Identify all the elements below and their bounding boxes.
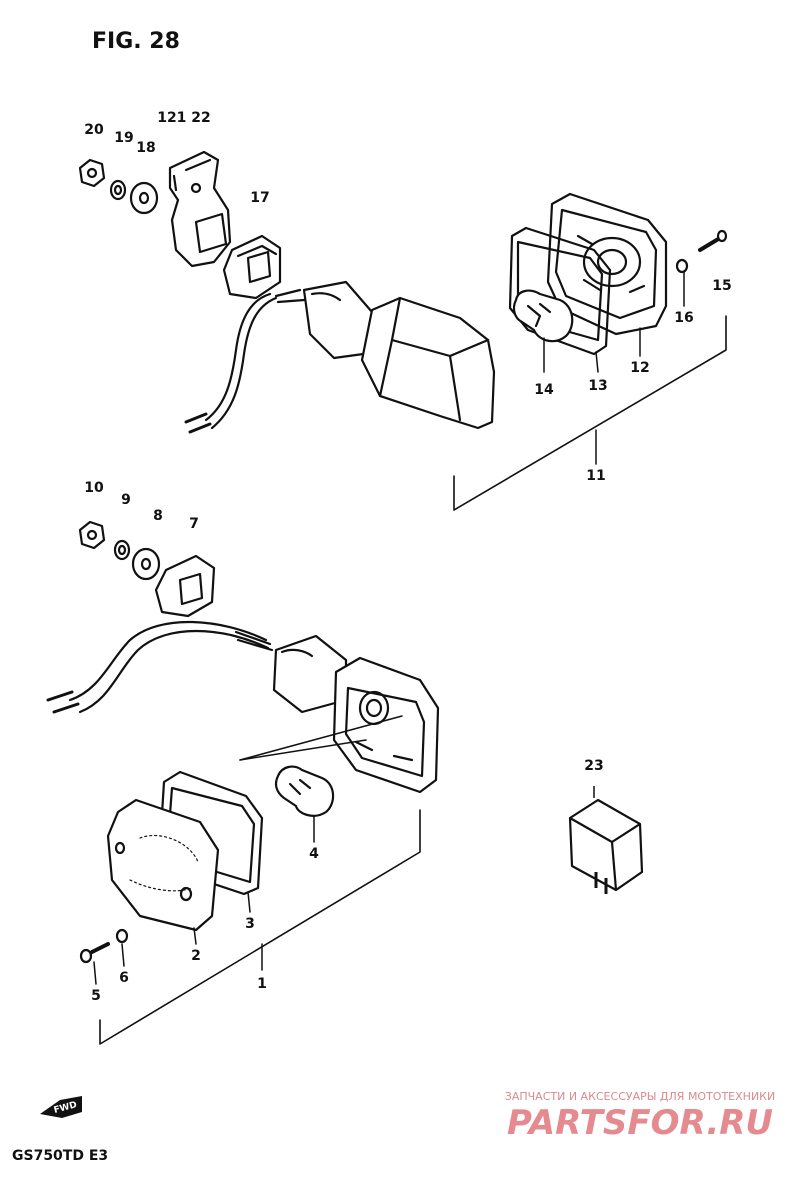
watermark-tagline: ЗАПЧАСТИ И АКСЕССУАРЫ ДЛЯ МОТОТЕХНИКИ bbox=[505, 1090, 775, 1103]
callout-5: 5 bbox=[91, 988, 101, 1004]
callout-3: 3 bbox=[245, 916, 255, 932]
watermark-brand: PARTSFOR.RU bbox=[507, 1103, 773, 1143]
lens-housing-upper bbox=[360, 296, 496, 430]
callout-labels: 20 19 18 121 22 17 15 16 12 13 14 11 10 … bbox=[84, 110, 731, 1004]
callout-14: 14 bbox=[534, 382, 554, 398]
callout-20: 20 bbox=[84, 122, 104, 138]
callout-4: 4 bbox=[309, 846, 319, 862]
callout-2: 2 bbox=[191, 948, 201, 964]
callout-8: 8 bbox=[153, 508, 163, 524]
washer-16 bbox=[675, 258, 689, 274]
callout-11: 11 bbox=[586, 468, 605, 484]
callout-17: 17 bbox=[250, 190, 269, 206]
callout-9: 9 bbox=[121, 492, 131, 508]
callout-18: 18 bbox=[136, 140, 155, 156]
washer-8 bbox=[131, 547, 161, 581]
callout-16: 16 bbox=[674, 310, 693, 326]
screw-15 bbox=[698, 229, 728, 252]
watermark: ЗАПЧАСТИ И АКСЕССУАРЫ ДЛЯ МОТОТЕХНИКИ PA… bbox=[505, 1090, 775, 1143]
callout-6: 6 bbox=[119, 970, 129, 986]
model-code: GS750TD E3 bbox=[12, 1148, 108, 1164]
washer-6 bbox=[115, 928, 129, 944]
signal-wiring-lower bbox=[46, 620, 274, 714]
lock-washer-9 bbox=[113, 539, 131, 561]
lock-washer-19 bbox=[109, 179, 127, 201]
lens-2 bbox=[106, 798, 220, 932]
fwd-arrow-badge: FWD bbox=[40, 1096, 82, 1118]
callout-12: 12 bbox=[630, 360, 649, 376]
callout-13: 13 bbox=[588, 378, 607, 394]
lower-turn-signal-assembly bbox=[46, 520, 440, 1045]
callout-15: 15 bbox=[712, 278, 731, 294]
callout-1: 1 bbox=[257, 976, 267, 992]
figure-title: FIG. 28 bbox=[92, 29, 180, 54]
lens-12 bbox=[546, 192, 668, 336]
callout-23: 23 bbox=[584, 758, 603, 774]
signal-stem-upper bbox=[184, 280, 380, 434]
callout-21-22: 121 22 bbox=[157, 110, 211, 126]
flasher-relay-23 bbox=[568, 786, 644, 894]
callout-10: 10 bbox=[84, 480, 104, 496]
bulb-14 bbox=[512, 289, 574, 343]
callout-7: 7 bbox=[189, 516, 199, 532]
nut-20 bbox=[78, 158, 106, 188]
grommet-7 bbox=[154, 554, 216, 618]
nut-10 bbox=[78, 520, 106, 550]
callout-19: 19 bbox=[114, 130, 133, 146]
screw-5 bbox=[79, 942, 110, 964]
bulb-4 bbox=[274, 765, 335, 817]
bracket-21-22 bbox=[168, 150, 232, 268]
signal-housing-lower bbox=[332, 656, 440, 794]
upper-turn-signal-assembly bbox=[78, 150, 728, 511]
grommet-17 bbox=[222, 234, 282, 300]
washer-18 bbox=[129, 181, 159, 215]
